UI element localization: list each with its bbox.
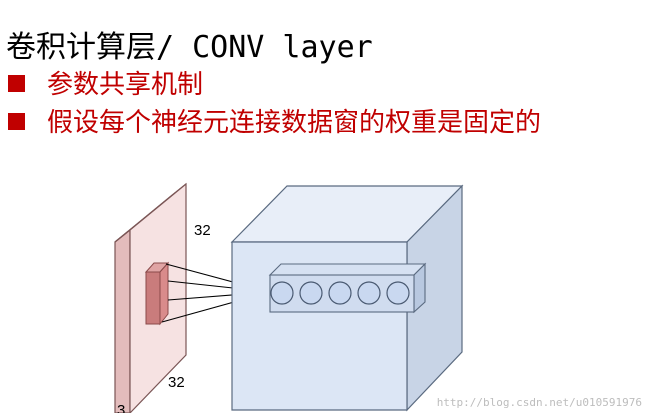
neuron-column-top bbox=[268, 263, 427, 276]
receptive-field bbox=[144, 261, 170, 326]
bullet-item: 假设每个神经元连接数据窗的权重是固定的 bbox=[8, 102, 541, 139]
receptive-field-side bbox=[145, 271, 161, 325]
square-bullet-icon bbox=[8, 74, 25, 92]
neuron-circle bbox=[299, 281, 323, 305]
input-volume-side bbox=[114, 228, 131, 413]
neuron-circle bbox=[357, 281, 381, 305]
bullet-text: 参数共享机制 bbox=[47, 70, 204, 100]
bullet-text: 假设每个神经元连接数据窗的权重是固定的 bbox=[47, 108, 542, 138]
neuron-circle bbox=[386, 281, 410, 305]
square-bullet-icon bbox=[8, 112, 25, 130]
input-depth-label: 3 bbox=[117, 402, 125, 413]
neurons bbox=[270, 281, 410, 305]
neuron-circle bbox=[270, 281, 294, 305]
bullet-item: 参数共享机制 bbox=[8, 64, 203, 101]
input-width-label: 32 bbox=[194, 222, 211, 239]
input-height-label: 32 bbox=[168, 374, 185, 391]
watermark: http://blog.csdn.net/u010591976 bbox=[436, 396, 642, 409]
receptive-field-front bbox=[159, 261, 169, 326]
page-title: 卷积计算层/ CONV layer bbox=[6, 30, 373, 65]
neuron-circle bbox=[328, 281, 352, 305]
